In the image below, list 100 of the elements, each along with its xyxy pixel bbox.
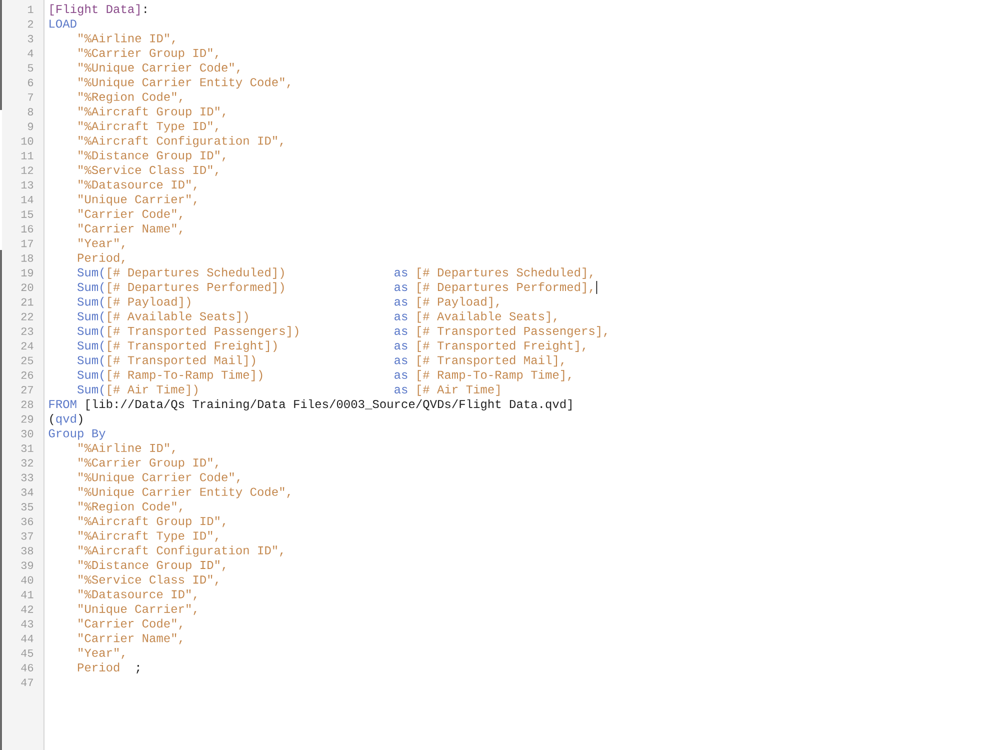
- code-text: "%Unique Carrier Code",: [78, 472, 240, 484]
- code-text: Sum(: [77, 312, 104, 323]
- line-number: 15: [21, 210, 34, 218]
- line-number: 21: [21, 298, 34, 306]
- line-number: 22: [21, 312, 34, 320]
- line-number: 17: [21, 240, 33, 248]
- code-text: "Unique Carrier",: [78, 604, 196, 616]
- code-text: as: [394, 299, 408, 306]
- line-number: 44: [21, 634, 34, 642]
- code-text: [# Available Seats]): [108, 312, 248, 323]
- code-text: "%Aircraft Configuration ID",: [78, 136, 283, 148]
- code-text: [# Available Seats],: [418, 312, 556, 323]
- code-text: LOAD: [50, 20, 76, 28]
- code-text: qvd: [56, 414, 76, 426]
- code-text: [# Ramp-To-Ramp Time]): [108, 370, 262, 382]
- line-number: 11: [21, 152, 34, 160]
- line-number: 34: [21, 488, 34, 496]
- line-number: 2: [28, 20, 34, 28]
- line-number: 7: [28, 94, 33, 101]
- line-number: 45: [21, 649, 34, 657]
- code-text: [# Transported Freight]): [108, 340, 277, 352]
- code-text: "%Airline ID",: [78, 443, 175, 454]
- line-number: 26: [21, 371, 34, 379]
- code-text: Sum(: [77, 282, 104, 294]
- line-number: 20: [21, 284, 34, 292]
- line-number: 8: [28, 108, 34, 116]
- line-number: 9: [28, 122, 34, 130]
- line-number: 4: [28, 50, 34, 57]
- code-text: [lib://Data/Qs Training/Data Files/0003_Source/QVDs/Flight Data.qvd]: [86, 399, 572, 410]
- code-text: "%Carrier Group ID",: [78, 458, 218, 470]
- code-text: [Flight Data]: [50, 4, 140, 16]
- code-text: [# Departures Performed]): [108, 282, 284, 294]
- code-text: :: [144, 6, 146, 13]
- line-number: 28: [21, 400, 34, 408]
- code-text: [# Transported Freight],: [418, 340, 586, 352]
- code-text: "Carrier Code",: [78, 618, 182, 630]
- line-number: 13: [21, 181, 34, 189]
- code-text: "%Distance Group ID",: [78, 560, 226, 572]
- line-number: 10: [21, 137, 34, 145]
- code-text: Sum(: [77, 296, 104, 308]
- code-text: as: [394, 343, 408, 350]
- code-text: "%Service Class ID",: [78, 574, 218, 586]
- code-text: [# Transported Mail],: [418, 355, 564, 367]
- code-text: [# Transported Mail]): [108, 355, 255, 367]
- code-text: Sum(: [77, 340, 104, 352]
- code-text: [# Payload],: [418, 296, 499, 308]
- code-text: Sum(: [77, 268, 104, 279]
- code-text: "%Aircraft Group ID",: [78, 106, 226, 118]
- code-text: "Carrier Name",: [78, 224, 182, 235]
- code-text: Sum(: [77, 355, 104, 367]
- line-number: 23: [21, 328, 34, 335]
- code-text: "%Datasource ID",: [78, 590, 196, 600]
- code-text: Group By: [48, 429, 106, 440]
- code-text: "%Region Code",: [78, 92, 182, 104]
- code-text: [# Payload]): [108, 296, 190, 308]
- code-text: as: [394, 270, 408, 276]
- code-text: as: [394, 372, 408, 379]
- line-number: 39: [21, 562, 34, 570]
- code-text: [# Departures Scheduled],: [418, 268, 592, 279]
- line-number: 32: [21, 459, 34, 467]
- line-number: 31: [21, 444, 34, 452]
- code-text: Period,: [78, 253, 124, 264]
- line-number: 14: [21, 196, 34, 204]
- line-number: 40: [21, 576, 34, 584]
- line-number: 36: [21, 518, 34, 526]
- line-number: 1: [28, 6, 34, 13]
- line-number: 37: [21, 532, 33, 540]
- code-text: "Year",: [78, 238, 124, 250]
- code-text: [# Departures Scheduled]): [108, 268, 284, 279]
- line-number: 43: [21, 620, 34, 628]
- code-text: ): [78, 414, 82, 426]
- line-number: 3: [28, 34, 34, 42]
- line-number: 46: [21, 664, 34, 672]
- line-number: 29: [21, 415, 34, 423]
- line-number: 19: [21, 268, 34, 276]
- line-number: 12: [21, 166, 34, 174]
- code-text: "Unique Carrier",: [78, 194, 196, 206]
- code-text: [# Air Time]: [418, 384, 500, 396]
- code-text: "%Aircraft Type ID",: [78, 531, 218, 542]
- line-number: 16: [21, 225, 34, 233]
- line-number: 25: [21, 356, 34, 364]
- line-number: 27: [21, 386, 33, 394]
- code-text: "%Datasource ID",: [78, 180, 196, 191]
- code-text: [# Departures Performed],: [418, 282, 592, 294]
- code-text: Sum(: [77, 370, 104, 382]
- code-text: FROM: [49, 400, 76, 408]
- code-text: "%Aircraft Group ID",: [78, 516, 226, 528]
- line-number: 33: [21, 474, 34, 482]
- code-text: ;: [136, 665, 140, 674]
- code-text: "%Unique Carrier Code",: [78, 62, 240, 74]
- code-text: as: [394, 314, 408, 320]
- code-text: "%Unique Carrier Entity Code",: [78, 77, 290, 89]
- code-text: "Carrier Code",: [78, 209, 182, 220]
- code-text: "Year",: [78, 648, 124, 659]
- line-number: 41: [21, 590, 34, 598]
- line-number: 6: [28, 78, 34, 86]
- code-text: "%Unique Carrier Entity Code",: [78, 487, 290, 498]
- code-text: "%Region Code",: [78, 502, 182, 513]
- code-text: Sum(: [77, 326, 104, 338]
- line-number: 38: [21, 546, 34, 554]
